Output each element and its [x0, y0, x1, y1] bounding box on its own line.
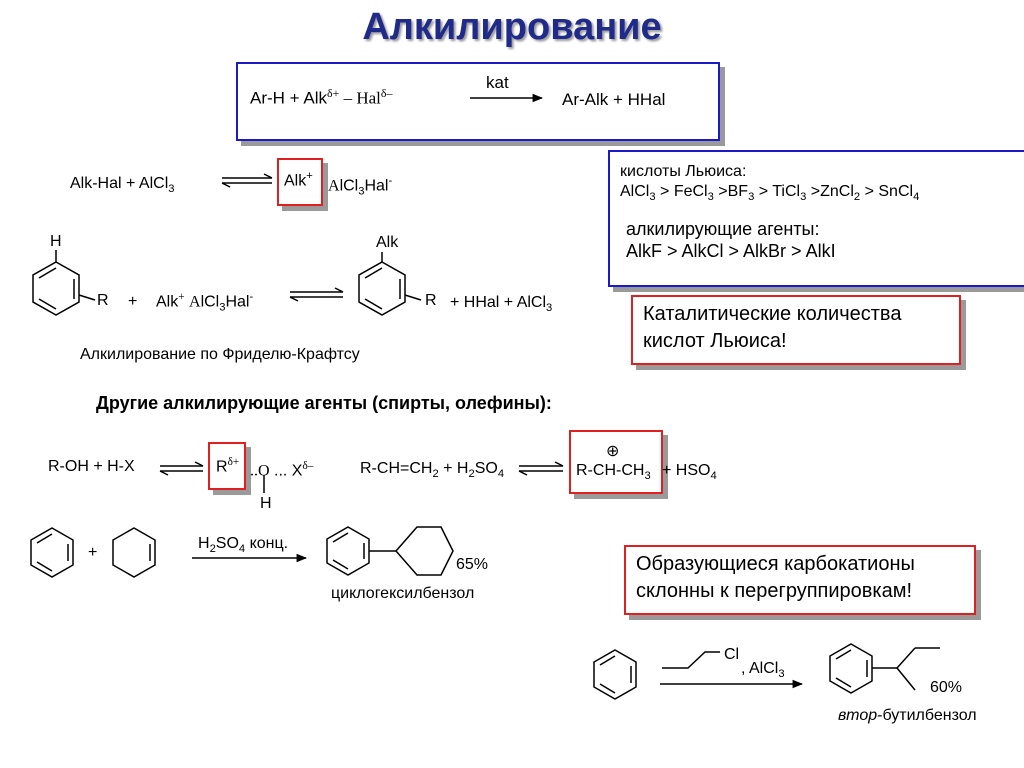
catalytic-note-line1: Каталитические количества	[643, 303, 902, 325]
lewis-heading: кислоты Льюиса:	[620, 163, 747, 180]
page-title: Алкилирование	[362, 6, 662, 48]
complex-equilibrium-arrows	[221, 173, 273, 188]
fc-r-left: R	[97, 292, 109, 309]
cyclohexene-plus: +	[88, 544, 98, 561]
fc-equilibrium-arrows	[289, 287, 344, 302]
olefin-left: R-CH=CH2 + H2SO4	[360, 460, 505, 481]
fc-h-label: H	[50, 233, 62, 250]
lewis-acids-box	[608, 150, 1024, 287]
carbocation-note-box	[624, 545, 976, 615]
alcohol-h: H	[260, 495, 272, 512]
butyl-yield: 60%	[930, 679, 963, 696]
olefin-cation-box	[569, 430, 663, 494]
cyclohexene-reagent: H2SO4 конц.	[198, 535, 289, 556]
fc-plus: +	[128, 293, 138, 310]
chlorobutane	[662, 651, 720, 669]
olefin-tail: + HSO4	[662, 462, 717, 483]
butyl-reagent: , AlCl3	[741, 660, 785, 681]
cyclohexylbenzene	[326, 526, 454, 576]
catalytic-note-line2: кислот Льюиса!	[643, 330, 787, 352]
alcohol-equilibrium-arrows	[159, 461, 204, 476]
fc-reagent: Alk+ AlCl3Hal-	[156, 291, 254, 314]
general-products: Ar-Alk + HHal	[562, 90, 666, 109]
general-equation-box	[236, 62, 720, 141]
general-reactants: Ar-H + Alkδ+ – Halδ–	[250, 86, 393, 108]
butyl-product: втор-бутилбензол	[838, 707, 977, 724]
benzene-reactant	[30, 527, 74, 578]
alk-cation-box	[277, 158, 323, 206]
lewis-series: AlCl3 > FeCl3 >BF3 > TiCl3 >ZnCl2 > SnCl…	[620, 183, 920, 204]
olefin-equilibrium-arrows	[518, 461, 564, 476]
benzene-reactant-2	[593, 649, 637, 700]
other-agents-heading: Другие алкилирующие агенты (спирты, олеф…	[96, 393, 552, 413]
agents-series: AlkF > AlkCl > AlkBr > AlkI	[626, 241, 836, 261]
sec-butylbenzene	[829, 643, 940, 694]
butyl-cl: Cl	[724, 646, 740, 663]
complex-anion: AlCl3Hal-	[328, 175, 393, 198]
olefin-plus-sign: ⊕	[606, 443, 620, 460]
alcohol-o: ..O ... Xδ–	[250, 460, 314, 480]
fc-benzene-left	[32, 250, 96, 316]
carbocation-note-line1: Образующиеся карбокатионы	[636, 553, 915, 575]
cyclohexene-yield: 65%	[456, 556, 489, 573]
fc-benzene-right	[358, 252, 422, 316]
catalytic-note-box	[631, 295, 961, 365]
r-cation-box	[208, 442, 246, 490]
fc-caption: Алкилирование по Фриделю-Крафтсу	[80, 346, 360, 363]
carbocation-note-line2: склонны к перегруппировкам!	[636, 580, 913, 602]
catalyst-label: kat	[486, 73, 509, 92]
cyclohexene-product: циклогексилбензол	[331, 585, 475, 602]
complex-left: Alk-Hal + AlCl3	[70, 175, 175, 196]
agents-heading: алкилирующие агенты:	[626, 219, 820, 239]
alcohol-r: Rδ+	[216, 456, 240, 476]
fc-r-right: R	[425, 292, 437, 309]
complex-cation: Alk+	[284, 170, 313, 190]
fc-alk-label: Alk	[376, 234, 399, 251]
cyclohexene	[112, 527, 156, 578]
olefin-cation: R-CH-CH3	[576, 462, 651, 483]
fc-tail: + HHal + AlCl3	[450, 294, 553, 315]
alcohol-left: R-OH + H-X	[48, 458, 135, 475]
